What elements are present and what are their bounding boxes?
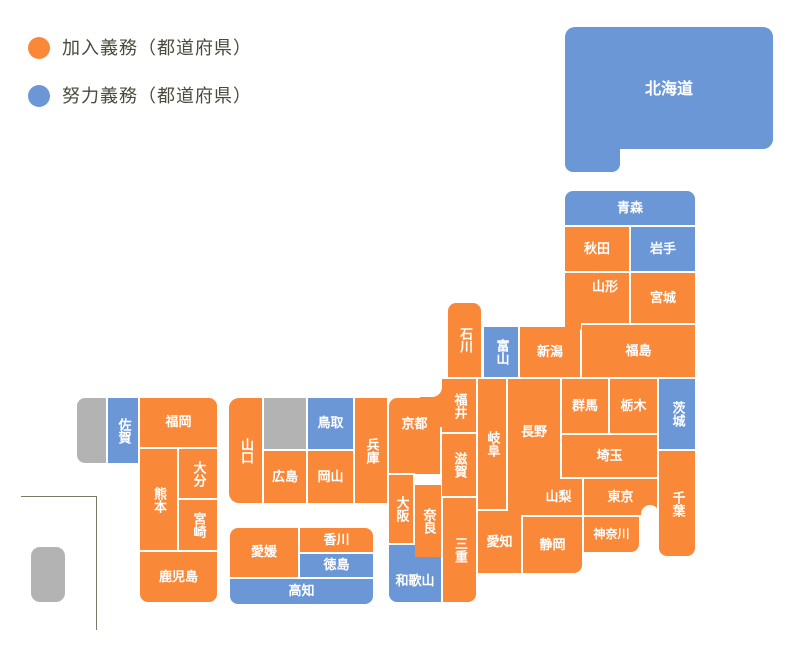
legend-effort-label: 努力義務（都道府県）: [62, 86, 252, 107]
pref-okayama[interactable]: 岡山: [308, 451, 353, 503]
pref-kyoto[interactable]: 京都: [389, 398, 440, 451]
hokkaido-notch: [620, 149, 640, 169]
pref-yamanashi[interactable]: 山梨: [535, 479, 582, 515]
orange-dot-icon: [28, 37, 50, 59]
pref-ehime[interactable]: 愛媛: [230, 528, 298, 577]
pref-yamagata-left[interactable]: [565, 273, 583, 305]
pref-tochigi[interactable]: 栃木: [610, 379, 657, 433]
pref-gunma[interactable]: 群馬: [562, 379, 608, 433]
pref-fukuoka[interactable]: 福岡: [140, 398, 217, 447]
pref-ibaraki[interactable]: 茨城: [659, 379, 695, 449]
pref-fukushima[interactable]: 福島: [582, 325, 695, 377]
pref-shiga[interactable]: 滋賀: [442, 434, 476, 496]
pref-mie[interactable]: 三重: [443, 498, 476, 602]
pref-iwate[interactable]: 岩手: [631, 227, 695, 271]
pref-hyogo[interactable]: 兵庫: [355, 398, 387, 503]
pref-kyoto-low[interactable]: [389, 449, 415, 473]
fukui-notch: [420, 377, 442, 397]
pref-hiroshima[interactable]: 広島: [264, 451, 306, 503]
pref-aichi[interactable]: 愛知: [478, 511, 521, 573]
pref-tottori[interactable]: 鳥取: [308, 398, 353, 449]
pref-hokkaido-tail[interactable]: [565, 140, 620, 172]
pref-tokyo[interactable]: 東京: [584, 479, 657, 515]
pref-kumamoto[interactable]: 熊本: [140, 449, 177, 550]
pref-miyagi[interactable]: 宮城: [631, 273, 695, 323]
pref-kanagawa[interactable]: 神奈川: [584, 517, 639, 552]
pref-saga[interactable]: 佐賀: [108, 398, 138, 463]
pref-shizuoka[interactable]: 静岡: [523, 517, 582, 573]
pref-toyama[interactable]: 富山: [484, 327, 518, 377]
pref-kyoto-right[interactable]: [415, 449, 440, 474]
pref-ishikawa[interactable]: 石川: [448, 303, 481, 377]
pref-niigata-upper[interactable]: [565, 305, 581, 329]
pref-kochi[interactable]: 高知: [230, 579, 373, 604]
pref-wakayama-top[interactable]: [389, 545, 413, 557]
pref-chiba[interactable]: 千葉: [659, 451, 695, 556]
pref-oita[interactable]: 大分: [179, 449, 217, 498]
pref-okinawa[interactable]: [31, 547, 65, 602]
pref-aomori[interactable]: 青森: [565, 191, 695, 225]
tokyo-bay: [641, 505, 659, 525]
okinawa-divider-v: [96, 496, 97, 630]
pref-akita[interactable]: 秋田: [565, 227, 629, 271]
pref-nara-low[interactable]: [415, 545, 441, 557]
pref-nagasaki[interactable]: [77, 398, 106, 463]
pref-miyazaki[interactable]: 宮崎: [179, 500, 217, 550]
pref-hokkaido[interactable]: 北海道: [565, 27, 773, 149]
pref-kagoshima[interactable]: 鹿児島: [140, 552, 217, 602]
pref-kagawa[interactable]: 香川: [300, 528, 373, 552]
pref-yamagata[interactable]: 山形: [581, 273, 629, 323]
okinawa-divider-h: [21, 496, 97, 497]
pref-niigata[interactable]: 新潟: [520, 327, 580, 377]
legend-mandatory-label: 加入義務（都道府県）: [62, 38, 252, 59]
pref-osaka[interactable]: 大阪: [389, 475, 413, 543]
pref-tokushima[interactable]: 徳島: [300, 554, 373, 577]
pref-yamaguchi[interactable]: 山口: [229, 398, 262, 503]
pref-gifu[interactable]: 岐阜: [478, 379, 506, 509]
niigata-notch: [518, 305, 565, 327]
pref-saitama[interactable]: 埼玉: [562, 435, 657, 477]
blue-dot-icon: [28, 85, 50, 107]
pref-fukui-col[interactable]: 福井: [442, 379, 476, 432]
pref-shimane[interactable]: [264, 398, 306, 449]
